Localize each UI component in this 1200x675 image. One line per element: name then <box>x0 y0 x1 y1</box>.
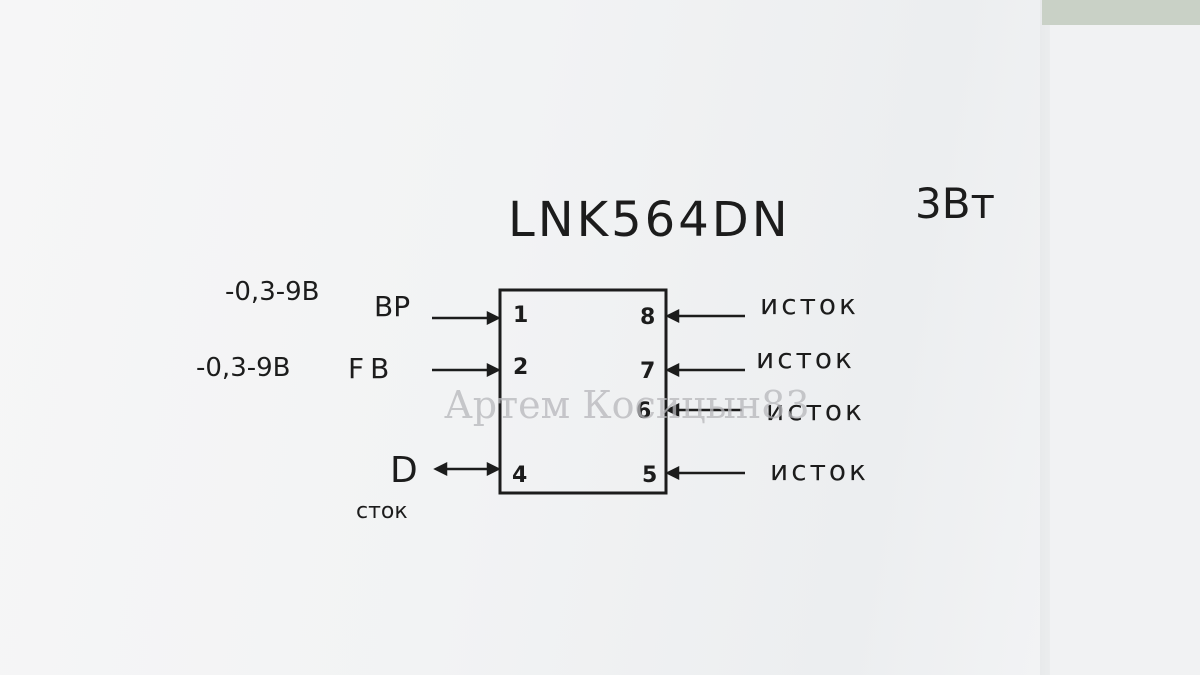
background-strip <box>1042 0 1200 25</box>
pin-6-arrow <box>665 402 680 418</box>
pin-7-name: исток <box>756 342 855 375</box>
pin-5-arrow <box>665 465 680 481</box>
pin-1-voltage: -0,3-9В <box>225 277 320 307</box>
pin-4-name: D <box>390 450 418 491</box>
pin-number-5: 5 <box>642 463 657 488</box>
pin-4-description: сток <box>356 499 408 524</box>
paper-sheet <box>0 0 1080 675</box>
pin-number-4: 4 <box>512 463 527 488</box>
pin-4-arrow-in <box>486 461 501 477</box>
pin-2-arrow <box>486 362 501 378</box>
right-pin-leads <box>665 308 745 481</box>
pin-number-2: 2 <box>513 355 528 380</box>
pin-1-name: BP <box>374 290 410 323</box>
pin-4-arrow-out <box>433 461 448 477</box>
background-paper <box>1050 25 1200 675</box>
left-pin-leads <box>432 310 501 477</box>
part-number: LNK564DN <box>508 192 791 248</box>
pin-2-voltage: -0,3-9В <box>196 353 291 383</box>
pin-7-arrow <box>665 362 680 378</box>
pin-6-name: исток <box>766 394 865 427</box>
pin-number-8: 8 <box>640 305 655 330</box>
power-rating: 3Вт <box>915 179 995 228</box>
pin-1-arrow <box>486 310 501 326</box>
watermark: Артем Косицын83 <box>444 383 810 427</box>
pin-5-name: исток <box>770 454 869 487</box>
pin-2-name: FB <box>348 352 395 385</box>
pin-8-name: исток <box>760 288 859 321</box>
pin-number-7: 7 <box>640 359 655 384</box>
pin-number-1: 1 <box>513 303 528 328</box>
pin-8-arrow <box>665 308 680 324</box>
pin-number-6: 6 <box>636 399 651 424</box>
chip-body <box>498 288 668 495</box>
